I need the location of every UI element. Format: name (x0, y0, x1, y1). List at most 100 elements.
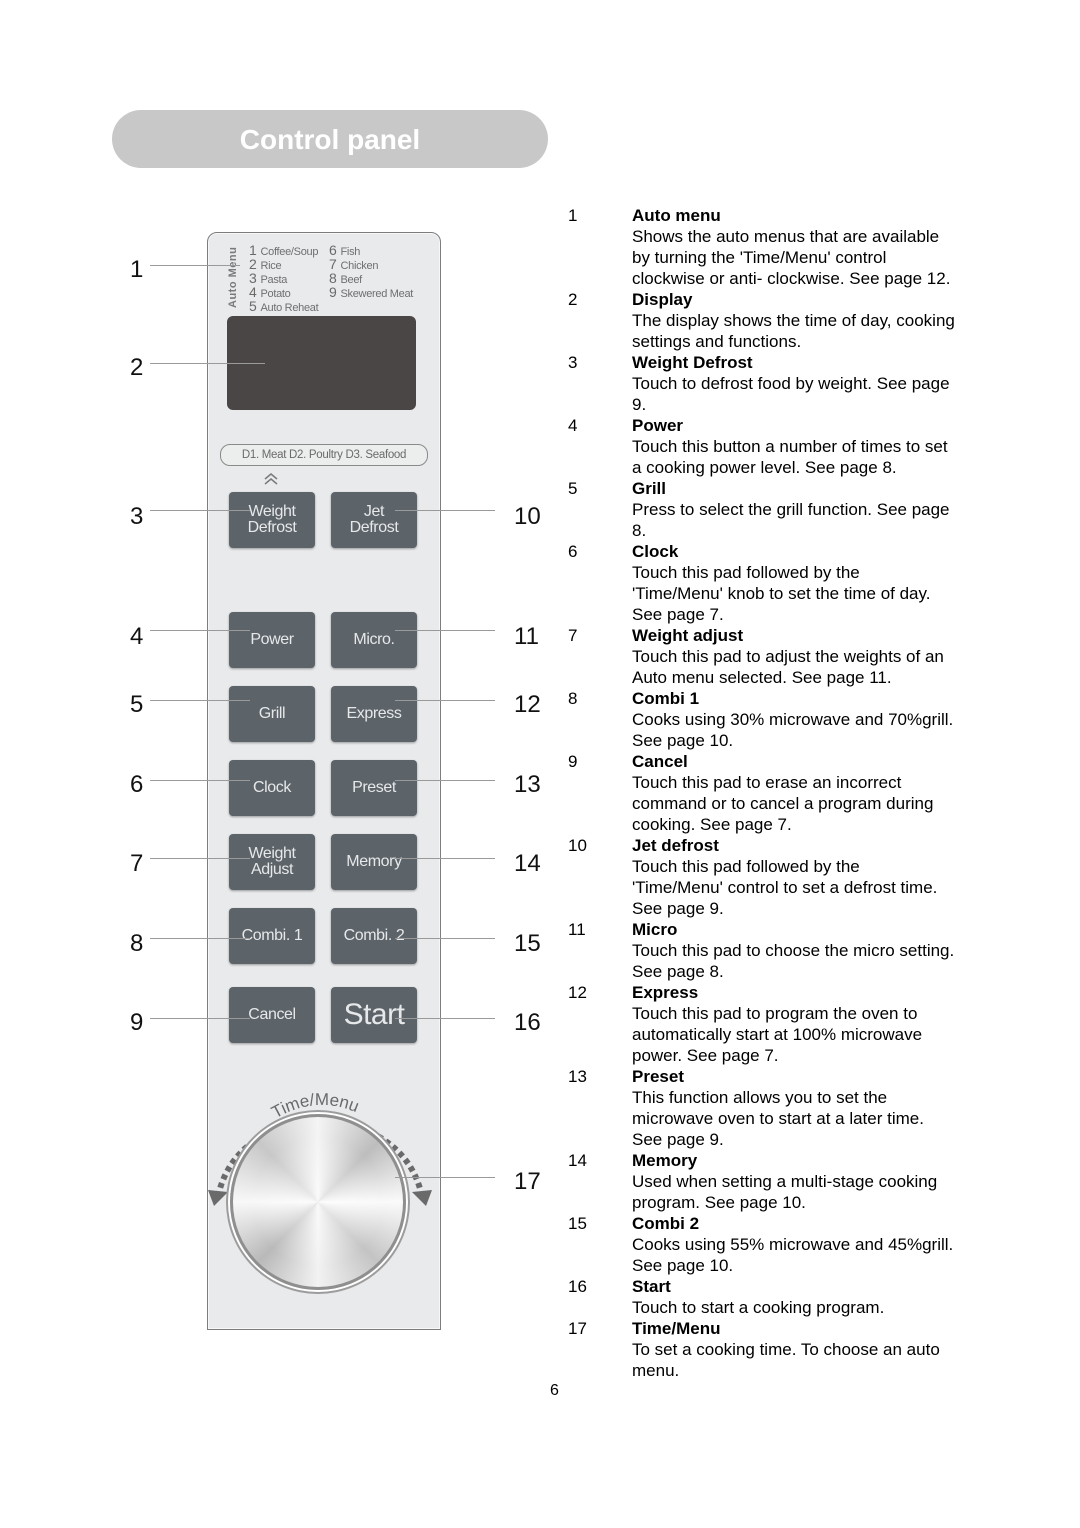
rotation-arrows-icon (208, 1129, 432, 1206)
combi2-button[interactable]: Combi. 2 (331, 908, 417, 964)
callout-number: 2 (130, 354, 144, 381)
callout-number: 4 (130, 623, 144, 650)
description-text: See page 10. (632, 1256, 734, 1275)
description-text: 9. (632, 395, 647, 414)
callout-number: 7 (130, 850, 144, 877)
description-number: 14 (568, 1151, 587, 1170)
description-text: Cooks using 55% microwave and 45%grill. (632, 1235, 954, 1254)
description-number: 7 (568, 626, 578, 645)
description-text: Touch this button a number of times to s… (632, 437, 948, 456)
preset-button[interactable]: Preset (331, 760, 417, 816)
description-title: Weight Defrost (632, 353, 753, 372)
callout-number: 16 (514, 1009, 541, 1036)
description-number: 4 (568, 416, 578, 435)
express-button[interactable]: Express (331, 686, 417, 742)
description-text: Touch this pad to adjust the weights of … (632, 647, 944, 666)
callout-number: 6 (130, 771, 144, 798)
combi1-button[interactable]: Combi. 1 (229, 908, 315, 964)
callout-number: 15 (514, 930, 541, 957)
description-text: To set a cooking time. To choose an auto (632, 1340, 940, 1359)
description-number: 10 (568, 836, 587, 855)
description-text: 'Time/Menu' knob to set the time of day. (632, 584, 931, 603)
callout-line (150, 265, 240, 266)
description-number: 1 (568, 206, 578, 225)
time-menu-knob[interactable] (230, 1114, 406, 1290)
description-text: See page 10. (632, 731, 734, 750)
start-button[interactable]: Start (331, 987, 417, 1043)
auto-menu-label: Auto Menu (227, 246, 239, 308)
double-chevron-up-icon (264, 473, 278, 485)
cancel-button[interactable]: Cancel (229, 987, 315, 1043)
description-number: 2 (568, 290, 578, 309)
description-number: 9 (568, 752, 578, 771)
description-text: microwave oven to start at a later time. (632, 1109, 924, 1128)
callout-line (150, 510, 250, 511)
callout-number: 17 (514, 1168, 541, 1195)
description-text: clockwise or anti- clockwise. See page 1… (632, 269, 951, 288)
description-text: Touch to start a cooking program. (632, 1298, 885, 1317)
description-text: Touch to defrost food by weight. See pag… (632, 374, 950, 393)
callout-line (150, 858, 250, 859)
description-text: 8. (632, 521, 647, 540)
callout-number: 5 (130, 691, 144, 718)
description-text: See page 8. (632, 962, 724, 981)
power-button[interactable]: Power (229, 612, 315, 668)
callout-line (150, 630, 250, 631)
description-title: Combi 1 (632, 689, 700, 708)
callout-line (395, 510, 495, 511)
description-text: Shows the auto menus that are available (632, 227, 940, 246)
description-number: 6 (568, 542, 578, 561)
description-text: Touch this pad followed by the (632, 563, 860, 582)
callout-line (150, 1018, 250, 1019)
callout-line (395, 938, 495, 939)
description-text: Used when setting a multi-stage cooking (632, 1172, 938, 1191)
description-text: Touch this pad to erase an incorrect (632, 773, 902, 792)
callout-number: 9 (130, 1009, 144, 1036)
description-text: Press to select the grill function. See … (632, 500, 950, 519)
description-number: 5 (568, 479, 578, 498)
description-text: See page 9. (632, 899, 724, 918)
description-title: Express (632, 983, 699, 1002)
description-title: Combi 2 (632, 1214, 700, 1233)
section-title-banner: Control panel (112, 110, 548, 168)
description-title: Weight adjust (632, 626, 744, 645)
grill-button[interactable]: Grill (229, 686, 315, 742)
description-title: Display (632, 290, 693, 309)
description-number: 16 (568, 1277, 587, 1296)
memory-button[interactable]: Memory (331, 834, 417, 890)
description-text: The display shows the time of day, cooki… (632, 311, 955, 330)
description-number: 13 (568, 1067, 587, 1086)
callout-number: 13 (514, 771, 541, 798)
clock-button[interactable]: Clock (229, 760, 315, 816)
description-text: Cooks using 30% microwave and 70%grill. (632, 710, 954, 729)
description-title: Preset (632, 1067, 684, 1086)
description-text: automatically start at 100% microwave (632, 1025, 923, 1044)
micro-button[interactable]: Micro. (331, 612, 417, 668)
description-text: This function allows you to set the (632, 1088, 888, 1107)
callout-line (395, 1018, 495, 1019)
description-text: Touch this pad to choose the micro setti… (632, 941, 955, 960)
callout-number: 3 (130, 503, 144, 530)
callout-line (395, 780, 495, 781)
description-number: 3 (568, 353, 578, 372)
